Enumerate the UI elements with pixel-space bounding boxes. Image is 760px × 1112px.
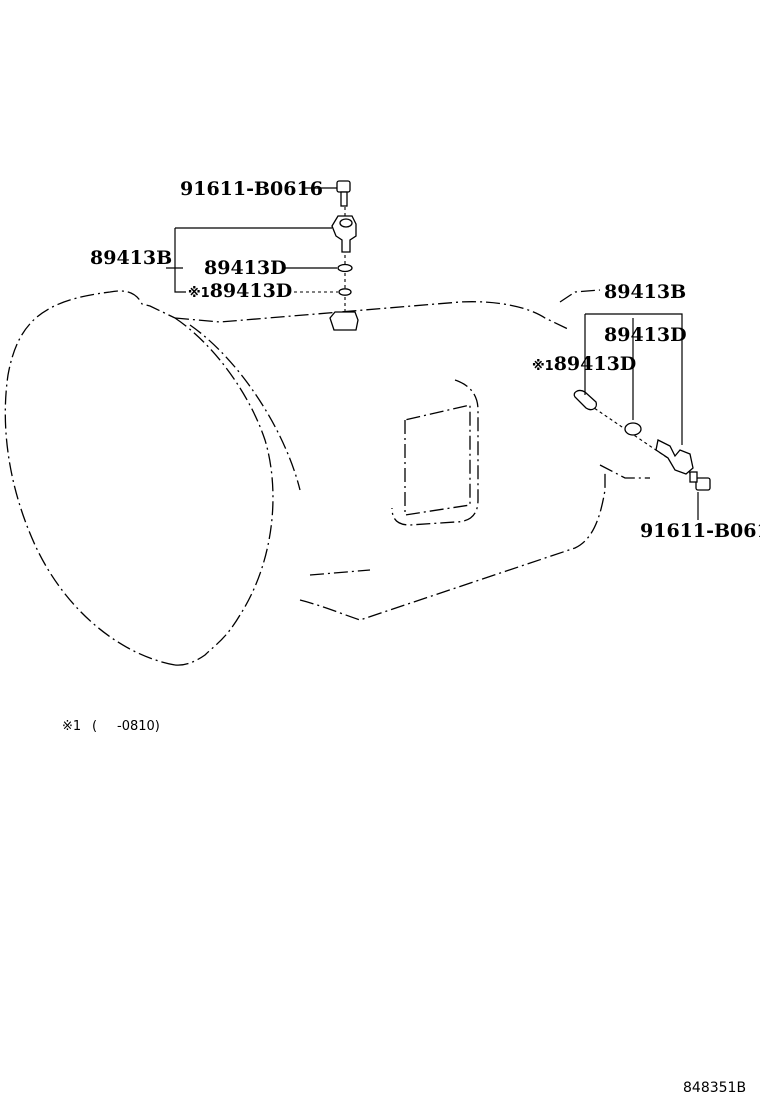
oring-right-marked-icon bbox=[573, 389, 598, 411]
label-oring-left-marked: ※189413D bbox=[188, 280, 292, 302]
sensor-boss-left-icon bbox=[329, 311, 359, 331]
sensor-assembly-right bbox=[573, 389, 711, 491]
mark-left: ※1 bbox=[188, 286, 210, 301]
label-sensor-group-left: 89413B bbox=[90, 247, 172, 269]
transmission-housing bbox=[4, 289, 650, 666]
leader-lines-right bbox=[584, 313, 699, 520]
label-sensor-group-right: 89413B bbox=[604, 281, 686, 303]
label-oring-right: 89413D bbox=[604, 324, 687, 346]
oring-left-icon bbox=[337, 263, 353, 273]
oring-right-icon bbox=[624, 422, 642, 436]
leader-lines-left bbox=[166, 187, 338, 293]
label-bolt-top: 91611-B0616 bbox=[180, 178, 323, 200]
speed-sensor-left-icon bbox=[331, 215, 357, 253]
bolt-right-icon bbox=[689, 471, 711, 491]
mark-right: ※1 bbox=[532, 359, 554, 374]
sensor-assembly-left bbox=[329, 180, 359, 331]
bolt-top-icon bbox=[336, 180, 351, 207]
label-oring-left: 89413D bbox=[204, 257, 287, 279]
oring-left-marked-icon bbox=[338, 288, 352, 296]
footnote-range: -0810) bbox=[117, 719, 160, 734]
speed-sensor-right-icon bbox=[655, 439, 694, 475]
label-oring-right-marked: ※189413D bbox=[532, 353, 636, 375]
diagram-code: 848351B bbox=[683, 1080, 746, 1096]
label-bolt-right: 91611-B0616 bbox=[640, 520, 760, 542]
footnote-mark: ※1 bbox=[62, 719, 81, 734]
footnote-open-paren: ( bbox=[92, 719, 97, 734]
